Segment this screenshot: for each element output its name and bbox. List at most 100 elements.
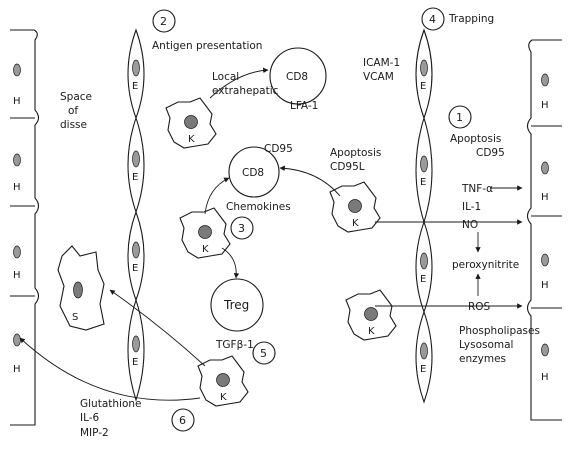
- label-of: of: [68, 105, 78, 117]
- hepatocyte-right-1: H: [541, 73, 549, 111]
- arrow-to-treg: [221, 247, 240, 279]
- kupffer-cell-3: K: [329, 181, 381, 233]
- cd8-mid-label: CD8: [242, 167, 264, 179]
- cd8-cell-mid: CD8: [228, 146, 280, 198]
- kupffer-letter: K: [188, 134, 195, 145]
- number-6: 6: [179, 414, 186, 427]
- number-4: 4: [429, 13, 436, 26]
- hepatocyte-right-2: H: [541, 161, 549, 203]
- label-lfa1: LFA-1: [290, 100, 318, 112]
- label-local: Local: [212, 71, 239, 83]
- hepatocyte-left-1: H: [13, 63, 21, 107]
- kupffer-cell-1: K: [165, 97, 217, 149]
- label-cd95-right: CD95: [476, 147, 505, 159]
- arrow-glutathione-to-h: [19, 337, 201, 401]
- endothelial-letter: E: [420, 81, 426, 92]
- label-apoptosis-right: Apoptosis: [450, 133, 501, 145]
- label-mip2: MIP-2: [80, 427, 109, 439]
- label-antigen-presentation: Antigen presentation: [152, 40, 262, 52]
- number-circles: 2 4 1 3 5 6: [152, 7, 472, 432]
- label-peroxynitrite: peroxynitrite: [452, 259, 519, 271]
- kupffer-cell-4: K: [345, 289, 397, 341]
- label-il1: IL-1: [462, 201, 481, 213]
- stellate-letter: S: [72, 312, 78, 323]
- arrow-tgfb-to-stellate: [109, 289, 206, 367]
- kupffer-letter: K: [368, 326, 375, 337]
- hepatocyte-right-4: H: [541, 343, 549, 383]
- label-no: NO: [462, 219, 478, 231]
- left-endothelial-cell-1: E: [127, 28, 145, 120]
- arrow-kupffer-to-cd8: [279, 165, 341, 197]
- stellate-cell: S: [57, 245, 105, 331]
- kupffer-cell-5: K: [197, 355, 249, 407]
- label-il6: IL-6: [80, 412, 100, 424]
- number-1: 1: [456, 111, 463, 124]
- kupffer-cell-2: K: [179, 207, 231, 259]
- arrows: [19, 67, 523, 401]
- endothelial-letter: E: [420, 274, 426, 285]
- treg-cell: Treg: [210, 278, 264, 332]
- right-endothelial-cell-1: E: [415, 28, 433, 120]
- endothelial-letter: E: [132, 172, 138, 183]
- hepatocyte-letter: H: [13, 182, 21, 193]
- kupffer-letter: K: [220, 392, 227, 403]
- label-glutathione: Glutathione: [80, 398, 142, 410]
- endothelial-letter: E: [132, 263, 138, 274]
- left-endothelial-lining: E E E E: [127, 28, 145, 402]
- cd8-cell-top: CD8: [269, 47, 327, 105]
- right-endothelial-lining: E E E E: [415, 28, 433, 404]
- hepatocyte-letter: H: [13, 96, 21, 107]
- hepatocyte-letter: H: [541, 192, 549, 203]
- right-endothelial-cell-2: E: [415, 116, 433, 224]
- right-endothelial-cell-4: E: [415, 310, 433, 404]
- label-cd95l: CD95L: [330, 161, 365, 173]
- treg-label: Treg: [223, 298, 249, 312]
- text-labels: Space of disse Antigen presentation Trap…: [60, 13, 540, 439]
- hepatocyte-letter: H: [541, 100, 549, 111]
- label-cd95-left: CD95: [264, 143, 293, 155]
- endothelial-letter: E: [420, 364, 426, 375]
- number-3: 3: [238, 222, 245, 235]
- left-endothelial-cell-2: E: [127, 116, 145, 214]
- label-trapping: Trapping: [448, 13, 494, 25]
- hepatocyte-letter: H: [541, 280, 549, 291]
- cd8-top-label: CD8: [286, 71, 308, 83]
- number-2: 2: [160, 15, 167, 28]
- endothelial-letter: E: [132, 357, 138, 368]
- kupffer-cells: K K K K K: [165, 97, 397, 407]
- kupffer-letter: K: [352, 218, 359, 229]
- label-tnf: TNF-α: [461, 183, 493, 195]
- hepatocyte-letter: H: [541, 372, 549, 383]
- right-hepatocyte-column: H H H H: [526, 39, 562, 421]
- arrow-chemokines-to-cd8: [204, 177, 230, 215]
- label-chemokines: Chemokines: [226, 201, 291, 213]
- hepatocyte-left-4: H: [13, 333, 21, 375]
- arrow-to-cd8-top: [209, 67, 269, 99]
- kupffer-letter: K: [202, 244, 209, 255]
- label-apoptosis-mid: Apoptosis: [330, 147, 381, 159]
- label-space: Space: [60, 91, 92, 103]
- endothelial-letter: E: [420, 177, 426, 188]
- right-endothelial-cell-3: E: [415, 220, 433, 314]
- number-5: 5: [260, 347, 267, 360]
- hepatocyte-letter: H: [13, 364, 21, 375]
- label-icam: ICAM-1: [363, 57, 400, 69]
- hepatocyte-right-3: H: [541, 253, 549, 291]
- hepatocyte-letter: H: [13, 270, 21, 281]
- label-disse: disse: [60, 119, 87, 131]
- label-ros: ROS: [468, 301, 491, 313]
- label-lysosomal: Lysosomal: [459, 339, 513, 351]
- label-enzymes: enzymes: [459, 353, 506, 365]
- left-endothelial-cell-3: E: [127, 210, 145, 302]
- left-endothelial-cell-4: E: [127, 298, 145, 402]
- label-tgfb: TGFβ-1: [215, 339, 254, 351]
- label-extrahepatic: extrahepatic: [212, 85, 279, 97]
- left-hepatocyte-column: H H H H: [10, 29, 40, 426]
- hepatocyte-left-2: H: [13, 153, 21, 193]
- label-phospholipases: Phospholipases: [459, 325, 540, 337]
- label-vcam: VCAM: [363, 71, 394, 83]
- endothelial-letter: E: [132, 81, 138, 92]
- hepatocyte-left-3: H: [13, 245, 21, 281]
